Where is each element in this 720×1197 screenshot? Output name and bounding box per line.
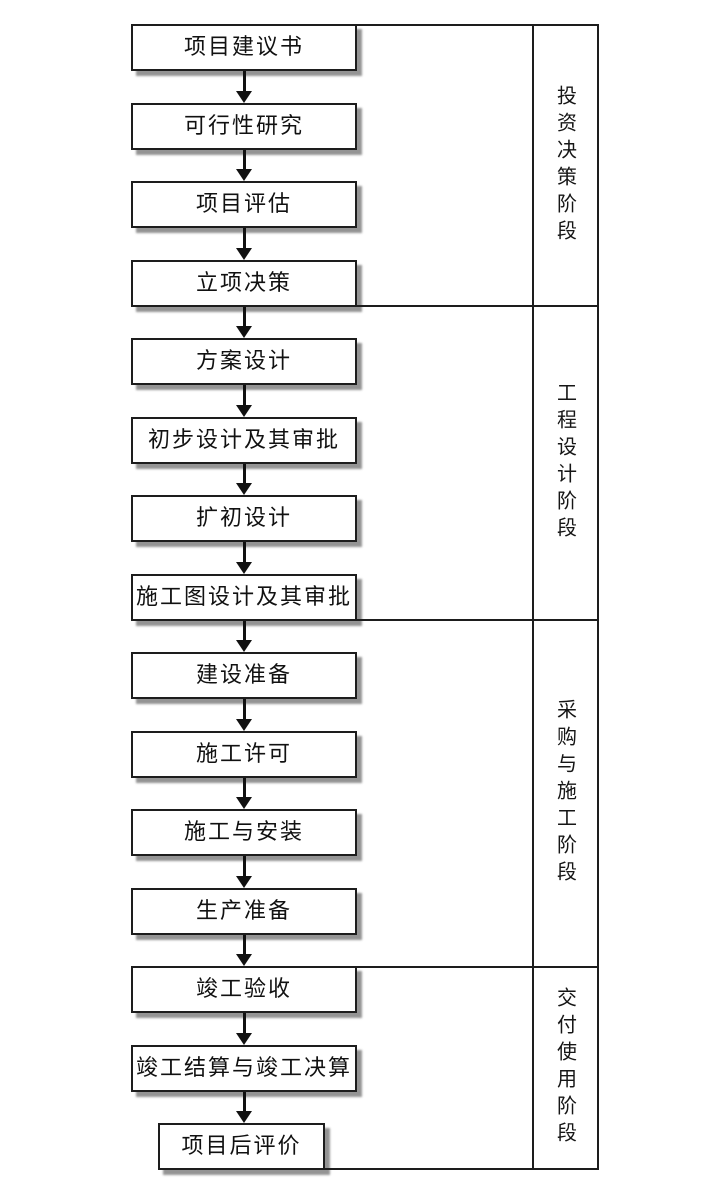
flow-step-label: 初步设计及其审批 (147, 427, 340, 453)
flow-step-label: 项目后评价 (181, 1133, 302, 1159)
flow-step-box-feasibility-study: 可行性研究 (131, 103, 357, 150)
down-arrow-icon (236, 935, 252, 966)
arrow-head (236, 640, 252, 652)
down-arrow-icon (236, 71, 252, 103)
flow-step-label: 竣工验收 (195, 976, 292, 1002)
flow-step-label: 施工许可 (195, 741, 292, 767)
arrow-head (236, 91, 252, 103)
down-arrow-icon (236, 385, 252, 417)
phase-column-right-border (597, 24, 599, 1170)
flow-step-label: 可行性研究 (183, 113, 304, 139)
arrow-head (236, 954, 252, 966)
down-arrow-icon (236, 1092, 252, 1123)
phase-top-line (356, 24, 599, 26)
down-arrow-icon (236, 150, 252, 181)
arrow-head (236, 562, 252, 574)
flow-step-box-construction-drawing: 施工图设计及其审批 (131, 574, 357, 621)
down-arrow-icon (236, 778, 252, 809)
arrow-stem (242, 228, 246, 248)
phase-column-left-border (532, 24, 534, 1170)
flow-step-label: 扩初设计 (195, 505, 292, 531)
arrow-head (236, 876, 252, 888)
flow-step-label: 生产准备 (195, 898, 292, 924)
arrow-head (236, 326, 252, 338)
arrow-stem (242, 621, 246, 640)
phase-divider-line (356, 966, 599, 968)
phase-divider-line (356, 305, 599, 307)
phase-label-procurement-construction: 采购与施工阶段 (553, 699, 578, 888)
down-arrow-icon (236, 228, 252, 260)
arrow-head (236, 1111, 252, 1123)
flow-step-box-project-proposal: 项目建议书 (131, 24, 357, 71)
flow-step-box-extended-design: 扩初设计 (131, 495, 357, 542)
arrow-stem (242, 1013, 246, 1033)
down-arrow-icon (236, 1013, 252, 1045)
arrow-head (236, 248, 252, 260)
phase-label-delivery-use: 交付使用阶段 (553, 987, 578, 1149)
arrow-stem (242, 307, 246, 326)
phase-label-investment-decision: 投资决策阶段 (553, 84, 578, 247)
flow-step-box-post-evaluation: 项目后评价 (158, 1123, 325, 1170)
flow-step-box-construction-prep: 建设准备 (131, 652, 357, 699)
down-arrow-icon (236, 542, 252, 574)
phase-divider-line (356, 619, 599, 621)
flow-step-box-completion-acceptance: 竣工验收 (131, 966, 357, 1013)
flow-step-label: 方案设计 (195, 348, 292, 374)
arrow-stem (242, 385, 246, 405)
flow-step-label: 施工图设计及其审批 (135, 584, 352, 610)
flow-step-label: 竣工结算与竣工决算 (135, 1055, 352, 1081)
arrow-stem (242, 71, 246, 91)
flow-step-label: 施工与安装 (183, 819, 304, 845)
flow-step-label: 立项决策 (195, 270, 292, 296)
down-arrow-icon (236, 699, 252, 731)
arrow-stem (242, 150, 246, 169)
flow-step-box-preliminary-design: 初步设计及其审批 (131, 417, 357, 464)
arrow-head (236, 483, 252, 495)
arrow-head (236, 797, 252, 809)
arrow-stem (242, 935, 246, 954)
arrow-stem (242, 542, 246, 562)
arrow-stem (242, 856, 246, 876)
arrow-stem (242, 1092, 246, 1111)
down-arrow-icon (236, 621, 252, 652)
phase-bottom-line (323, 1168, 599, 1170)
arrow-stem (242, 778, 246, 797)
phase-label-engineering-design: 工程设计阶段 (553, 382, 578, 544)
arrow-head (236, 169, 252, 181)
flow-step-box-completion-settlement: 竣工结算与竣工决算 (131, 1045, 357, 1092)
down-arrow-icon (236, 464, 252, 495)
flow-step-box-approval-decision: 立项决策 (131, 260, 357, 307)
down-arrow-icon (236, 307, 252, 338)
flow-step-box-construction-install: 施工与安装 (131, 809, 357, 856)
flow-step-label: 项目评估 (195, 191, 292, 217)
arrow-stem (242, 699, 246, 719)
flow-step-box-construction-permit: 施工许可 (131, 731, 357, 778)
flow-step-box-project-evaluation: 项目评估 (131, 181, 357, 228)
flow-step-box-production-prep: 生产准备 (131, 888, 357, 935)
arrow-stem (242, 464, 246, 483)
flow-step-box-scheme-design: 方案设计 (131, 338, 357, 385)
arrow-head (236, 719, 252, 731)
flow-step-label: 项目建议书 (183, 34, 304, 60)
arrow-head (236, 405, 252, 417)
arrow-head (236, 1033, 252, 1045)
flow-step-label: 建设准备 (195, 662, 292, 688)
down-arrow-icon (236, 856, 252, 888)
